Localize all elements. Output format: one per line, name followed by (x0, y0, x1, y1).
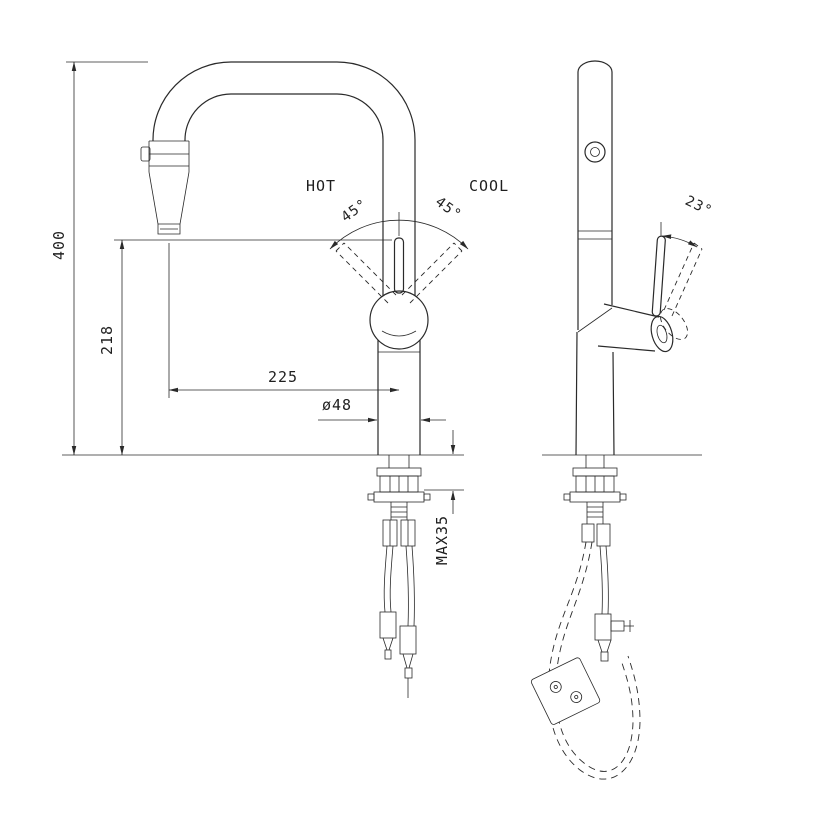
handle-tilt-angle-label: 23° (683, 193, 715, 220)
side-view-dimensions (66, 61, 464, 514)
ball-joint (369, 290, 429, 350)
handle-housing (597, 303, 660, 352)
handle-height-dimension-label: 218 (98, 325, 116, 355)
side-view-body (369, 237, 429, 455)
profile-view (530, 60, 703, 780)
hose-weight (530, 657, 601, 725)
side-view (62, 61, 469, 698)
side-view-spout (152, 61, 416, 296)
spout-reach-dimension-label: 225 (268, 368, 298, 386)
hot-label: HOT (306, 177, 336, 195)
supply-hose-profile (599, 545, 609, 615)
body-diameter-dimension-label: ø48 (322, 396, 352, 414)
handle-lever-profile (651, 235, 666, 317)
pulldown-hose-loop (547, 541, 641, 780)
max-deck-thickness-label: MAX35 (433, 515, 451, 565)
handle-tilt-annotation (660, 222, 698, 248)
supply-hose-right (405, 545, 415, 627)
overall-height-dimension-label: 400 (50, 230, 68, 260)
side-view-undercounter (367, 455, 431, 698)
handle-swing-positions (335, 242, 463, 304)
profile-view-undercounter (563, 455, 634, 662)
handle-angle-annotation (329, 212, 469, 250)
side-view-spray-head (140, 140, 190, 235)
cool-angle-label: 45° (432, 194, 464, 224)
mounting-bracket (373, 491, 425, 503)
handle-lever (393, 237, 405, 294)
profile-view-body (575, 60, 674, 456)
spray-button-front (584, 141, 606, 163)
shutoff-valve (610, 620, 625, 632)
supply-hose-left (383, 545, 394, 613)
hot-angle-label: 45° (339, 196, 371, 226)
cool-label: COOL (469, 177, 509, 195)
